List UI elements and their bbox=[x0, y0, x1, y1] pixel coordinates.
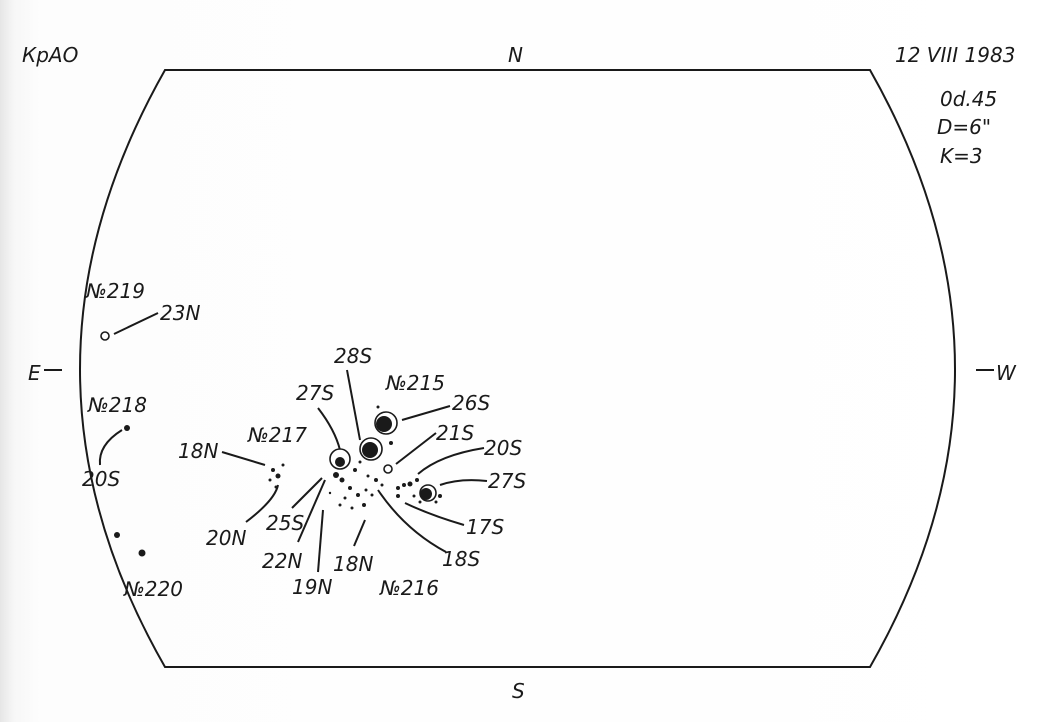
latitude-label: 20N bbox=[206, 526, 246, 550]
latitude-label: 18N bbox=[178, 439, 218, 463]
leader-line bbox=[353, 519, 366, 547]
latitude-label: 20S bbox=[82, 467, 120, 491]
south-label: S bbox=[512, 679, 525, 703]
latitude-label: 21S bbox=[436, 421, 474, 445]
leader-line bbox=[346, 369, 361, 441]
leader-line bbox=[297, 479, 326, 543]
north-label: N bbox=[508, 43, 523, 67]
group-number: №216 bbox=[379, 576, 439, 600]
leader-line bbox=[113, 312, 159, 335]
time-label: 0d.45 bbox=[940, 87, 997, 111]
leader-line bbox=[404, 502, 465, 526]
leader-line bbox=[317, 509, 324, 573]
leader-line bbox=[291, 477, 323, 509]
quality-label: K=3 bbox=[940, 144, 983, 168]
latitude-label: 28S bbox=[334, 344, 372, 368]
group-number: №219 bbox=[85, 279, 145, 303]
latitude-label: 22N bbox=[262, 549, 302, 573]
sunspot bbox=[124, 425, 130, 431]
leader-line bbox=[439, 479, 488, 486]
latitude-label: 19N bbox=[292, 575, 332, 599]
leader-line bbox=[221, 451, 266, 466]
sunspot bbox=[100, 331, 110, 341]
leader-line bbox=[98, 429, 123, 466]
latitude-label: 23N bbox=[160, 301, 200, 325]
latitude-label: 26S bbox=[452, 391, 490, 415]
latitude-label: 18S bbox=[442, 547, 480, 571]
west-label: W bbox=[996, 361, 1017, 385]
diameter-label: D=6" bbox=[937, 115, 991, 139]
latitude-label: 17S bbox=[466, 515, 504, 539]
latitude-label: 27S bbox=[296, 381, 334, 405]
group-number: №215 bbox=[385, 371, 445, 395]
observatory-label: КрАО bbox=[22, 43, 78, 67]
solar-disk-outline bbox=[79, 69, 956, 668]
group-number: №220 bbox=[123, 577, 183, 601]
latitude-label: 25S bbox=[266, 511, 304, 535]
leader-line bbox=[401, 405, 451, 421]
latitude-label: 27S bbox=[488, 469, 526, 493]
group-number: №217 bbox=[247, 423, 307, 447]
latitude-label: 20S bbox=[484, 436, 522, 460]
sunspot bbox=[138, 549, 146, 557]
sunspot bbox=[114, 532, 120, 538]
leader-line bbox=[317, 407, 341, 451]
east-label: E bbox=[28, 361, 41, 385]
leader-line bbox=[417, 447, 485, 475]
sunspot-cluster bbox=[268, 405, 442, 510]
latitude-label: 18N bbox=[333, 552, 373, 576]
leader-line bbox=[395, 432, 437, 465]
group-number: №218 bbox=[87, 393, 147, 417]
date-label: 12 VIII 1983 bbox=[895, 43, 1015, 67]
leader-line bbox=[377, 489, 447, 553]
